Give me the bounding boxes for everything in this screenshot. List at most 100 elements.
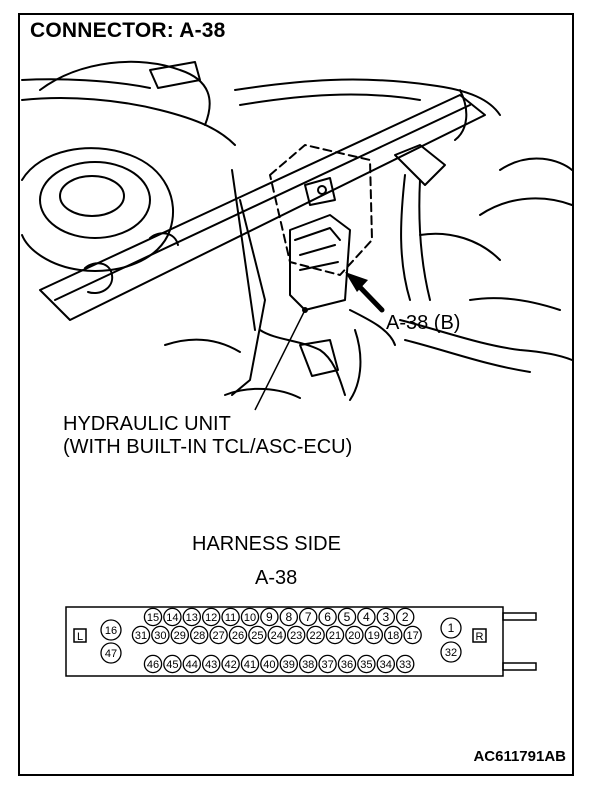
pin-label: 17 [406, 630, 418, 642]
pin-label: 39 [283, 659, 295, 671]
pin-label: 47 [105, 648, 117, 660]
pin-circle [260, 607, 279, 627]
pin-circle [248, 625, 267, 645]
pin-label: 25 [251, 630, 263, 642]
relay-connector [394, 144, 446, 186]
pin-4: 4 [357, 607, 376, 627]
pin-7: 7 [298, 607, 318, 627]
pin-label: 3 [382, 610, 389, 624]
pin-circle [440, 617, 462, 639]
pin-2: 2 [395, 607, 415, 627]
pin-circle [337, 607, 357, 627]
pin-35: 35 [357, 654, 376, 674]
pin-26: 26 [228, 625, 248, 645]
figure-id: AC611791AB [473, 748, 566, 765]
pin-circle [182, 607, 202, 627]
pin-circle [151, 625, 170, 645]
pin-20: 20 [345, 625, 364, 645]
pin-6: 6 [318, 607, 337, 627]
pin-37: 37 [318, 654, 337, 674]
pin-label: 35 [360, 659, 372, 671]
harness-side-label: HARNESS SIDE [192, 533, 341, 555]
pin-circle [100, 619, 122, 641]
pin-33: 33 [395, 654, 415, 674]
pin-circle [376, 654, 396, 674]
pin-label: 28 [193, 630, 205, 642]
left-marker: L [77, 631, 83, 643]
pin-label: 37 [321, 659, 333, 671]
pin-label: 29 [174, 630, 186, 642]
pin-circle [306, 625, 325, 645]
component-label-line2: (WITH BUILT-IN TCL/ASC-ECU) [63, 436, 353, 458]
pin-circle [395, 654, 415, 674]
pin-label: 9 [266, 610, 273, 624]
pin-label: 41 [244, 659, 256, 671]
pin-label: 15 [147, 612, 159, 624]
pin-23: 23 [286, 625, 306, 645]
pin-circle [163, 607, 182, 627]
diagram-frame [18, 13, 574, 776]
pin-circle [298, 607, 318, 627]
pin-13: 13 [182, 607, 202, 627]
pin-label: 43 [205, 659, 217, 671]
pin-circle [364, 625, 384, 645]
pin-10: 10 [240, 607, 260, 627]
pin-circle [221, 654, 240, 674]
pin-39: 39 [279, 654, 299, 674]
leader-line [254, 309, 306, 411]
pin-43: 43 [201, 654, 221, 674]
pin-label: 5 [344, 610, 351, 624]
pin-circle [279, 654, 299, 674]
strut-tower-outline [21, 147, 175, 272]
connector-housing [65, 606, 504, 677]
pin-label: 26 [232, 630, 244, 642]
pin-18: 18 [383, 625, 403, 645]
pin-22: 22 [306, 625, 325, 645]
pin-label: 31 [135, 630, 147, 642]
pin-circle [131, 625, 151, 645]
pin-47: 47 [100, 642, 122, 664]
pin-label: 42 [224, 659, 236, 671]
pin-circle [376, 607, 396, 627]
pin-32: 32 [440, 641, 462, 663]
pin-label: 18 [387, 630, 399, 642]
pin-circle [260, 654, 279, 674]
pin-label: 38 [302, 659, 314, 671]
pin-circle [228, 625, 248, 645]
pin-27: 27 [209, 625, 228, 645]
pin-17: 17 [403, 625, 422, 645]
pin-circle [267, 625, 287, 645]
connector-latch-bottom [502, 662, 537, 671]
pin-label: 23 [290, 630, 302, 642]
pin-3: 3 [376, 607, 396, 627]
pin-14: 14 [163, 607, 182, 627]
pin-label: 12 [205, 612, 217, 624]
pin-label: 24 [271, 630, 283, 642]
pin-circle [170, 625, 190, 645]
pin-circle [201, 607, 221, 627]
pin-circle [209, 625, 228, 645]
pin-21: 21 [325, 625, 345, 645]
pin-circle [383, 625, 403, 645]
pin-label: 13 [186, 612, 198, 624]
pin-circle [143, 654, 163, 674]
connector-latch-top [502, 612, 537, 621]
pin-circle [403, 625, 422, 645]
pin-circle [440, 641, 462, 663]
cross-member [39, 94, 486, 321]
pin-circle [337, 654, 357, 674]
pin-11: 11 [221, 607, 240, 627]
pin-label: 7 [305, 610, 312, 624]
pin-circle [298, 654, 318, 674]
pin-circle [395, 607, 415, 627]
pin-label: 8 [285, 610, 292, 624]
pin-label: 33 [399, 659, 411, 671]
pin-label: 20 [348, 630, 360, 642]
pin-36: 36 [337, 654, 357, 674]
pin-42: 42 [221, 654, 240, 674]
pin-label: 4 [363, 610, 370, 624]
pin-label: 34 [380, 659, 392, 671]
pin-circle [100, 642, 122, 664]
diagram-title: CONNECTOR: A-38 [30, 19, 226, 42]
